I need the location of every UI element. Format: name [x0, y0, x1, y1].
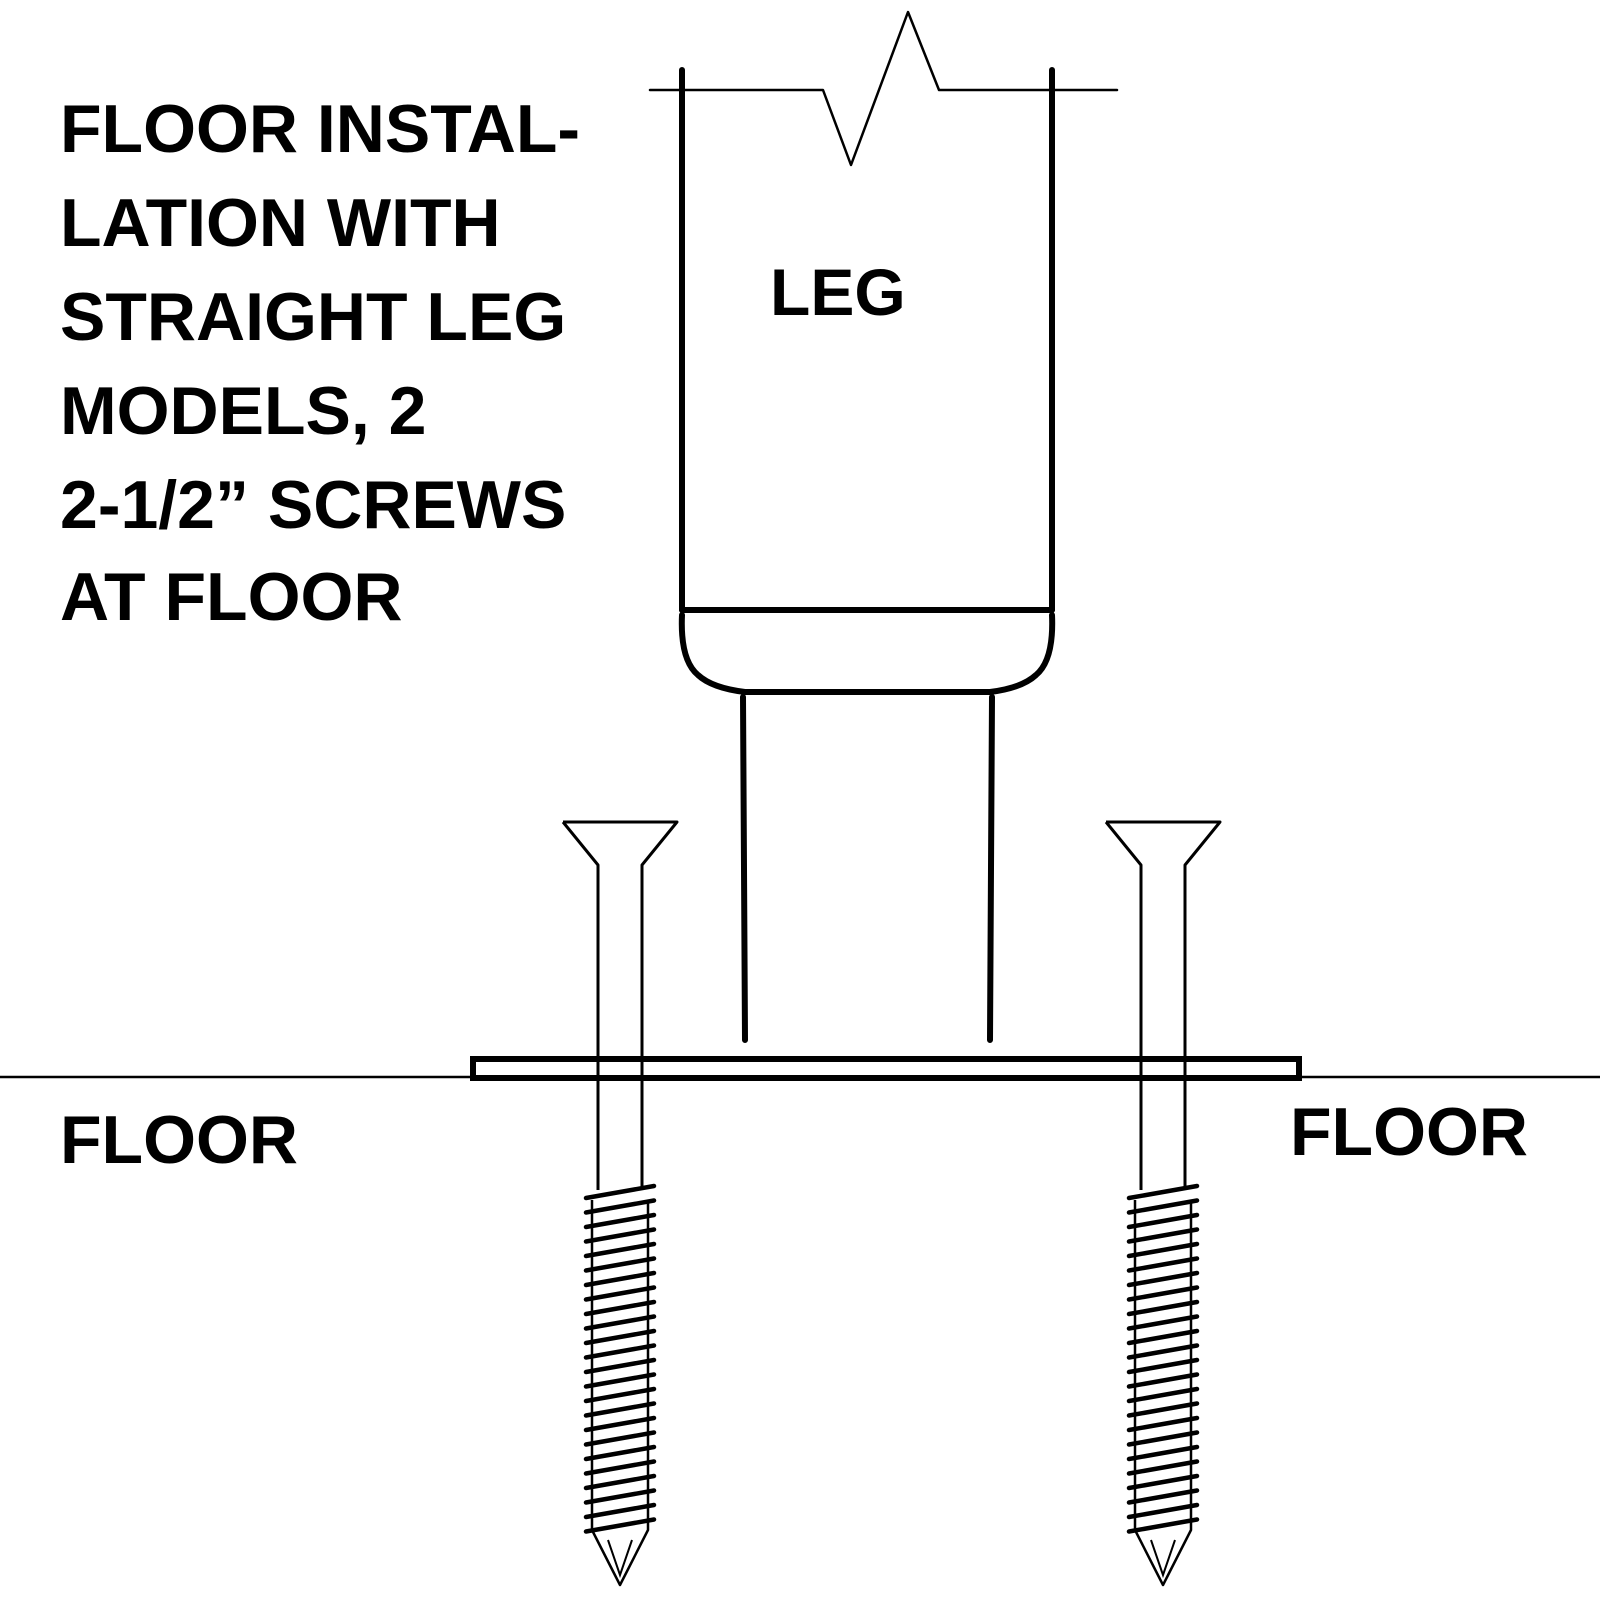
screw-thread: [1126, 1488, 1200, 1505]
screw-thread: [583, 1270, 657, 1288]
leg-body: [679, 67, 1055, 613]
screw-right: [1104, 820, 1222, 1587]
note-line: FLOOR INSTAL-: [60, 91, 580, 167]
screw-thread: [1126, 1198, 1200, 1215]
screw-thread: [583, 1212, 657, 1230]
screw-thread: [1126, 1183, 1200, 1201]
screw-thread: [1126, 1386, 1200, 1404]
leg-label: LEG: [770, 255, 906, 329]
screw-thread: [583, 1444, 657, 1462]
screw-thread: [583, 1372, 657, 1389]
screw-thread: [583, 1430, 657, 1447]
screw-thread: [583, 1227, 657, 1244]
screw-thread: [1126, 1401, 1200, 1418]
screw-thread: [583, 1343, 657, 1360]
screw-thread: [1126, 1343, 1200, 1360]
screw-thread: [583, 1299, 657, 1317]
screw-thread: [1126, 1299, 1200, 1317]
screw-thread: [583, 1183, 657, 1201]
screw-head-shank: [561, 820, 679, 1190]
screw-thread: [583, 1502, 657, 1520]
screw-thread: [1126, 1459, 1200, 1476]
screw-tip: [1150, 1539, 1176, 1579]
floor-label-left: FLOOR: [60, 1102, 298, 1178]
screw-thread: [583, 1241, 657, 1259]
floor-label-right: FLOOR: [1290, 1094, 1528, 1170]
screw-thread: [1126, 1502, 1200, 1520]
screw-thread: [1126, 1517, 1200, 1534]
screw-thread: [583, 1488, 657, 1505]
screw-thread: [1126, 1285, 1200, 1302]
screw-thread: [1126, 1444, 1200, 1462]
screw-thread: [1126, 1270, 1200, 1288]
screw-thread: [583, 1517, 657, 1534]
screw-thread: [583, 1328, 657, 1346]
note-line: AT FLOOR: [60, 559, 402, 635]
glide-left-edge: [740, 694, 748, 1043]
note-line: MODELS, 2: [60, 373, 427, 449]
screw-thread: [583, 1285, 657, 1302]
screw-thread: [583, 1314, 657, 1331]
screw-thread: [1126, 1473, 1200, 1491]
screw-head-shank: [1104, 820, 1222, 1190]
screw-thread: [1126, 1372, 1200, 1389]
note-line: STRAIGHT LEG: [60, 279, 566, 355]
base-plate: [470, 1056, 1302, 1081]
note-line: LATION WITH: [60, 185, 501, 261]
screw-thread: [583, 1459, 657, 1476]
screw-thread: [583, 1473, 657, 1491]
screw-thread: [583, 1401, 657, 1418]
screw-thread: [583, 1357, 657, 1375]
screws: [561, 820, 1222, 1587]
screw-thread: [1126, 1212, 1200, 1230]
screw-thread: [583, 1256, 657, 1273]
screw-left: [561, 820, 679, 1587]
note-line: 2-1/2” SCREWS: [60, 467, 566, 543]
screw-thread: [1126, 1430, 1200, 1447]
screw-thread: [1126, 1227, 1200, 1244]
screw-thread: [583, 1386, 657, 1404]
glide-right-edge: [987, 694, 995, 1043]
screw-thread: [1126, 1256, 1200, 1273]
installation-note: FLOOR INSTAL- LATION WITH STRAIGHT LEG M…: [60, 91, 580, 635]
screw-thread: [1126, 1314, 1200, 1331]
screw-thread: [1126, 1415, 1200, 1433]
screw-tip: [607, 1539, 633, 1579]
screw-thread: [1126, 1241, 1200, 1259]
leg-glide: [740, 694, 995, 1043]
break-line: [648, 10, 1119, 167]
screw-thread: [1126, 1328, 1200, 1346]
screw-thread: [583, 1198, 657, 1215]
screw-thread: [1126, 1357, 1200, 1375]
foot-cap: [678, 612, 1056, 695]
screw-thread: [583, 1415, 657, 1433]
